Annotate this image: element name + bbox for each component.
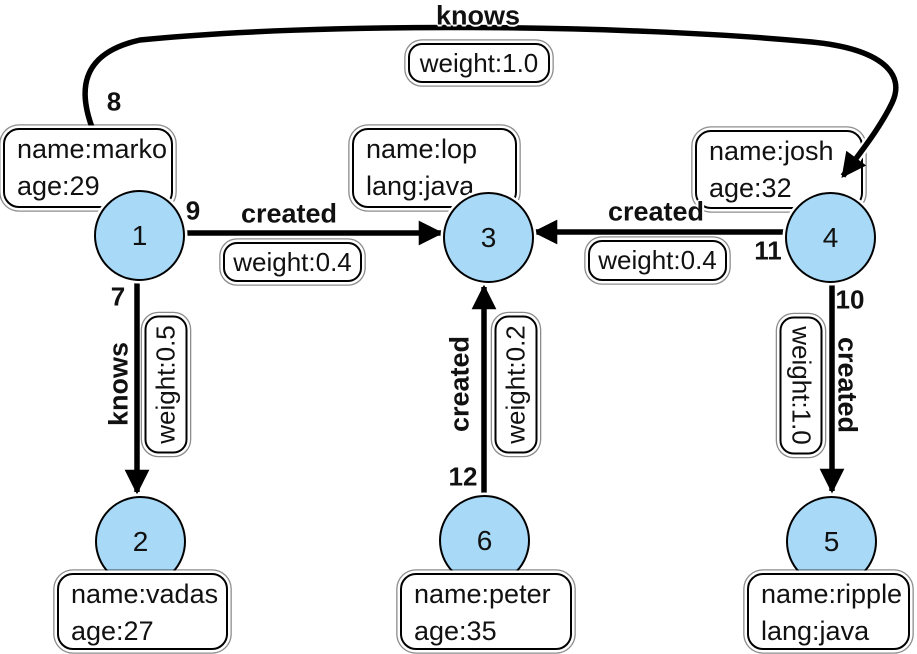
edge-10-weight-box: weight:1.0 [779,316,823,455]
edge-9-weight-box: weight:0.4 [223,242,362,282]
node-1-properties: name:marko age:29 [3,128,173,208]
edge-7-label: knows [103,341,134,427]
node-5-properties: name:ripple lang:java [747,573,910,650]
edge-9-id: 9 [185,195,201,226]
edge-knows-1-4[interactable] [82,24,899,195]
edge-11-weight-box: weight:0.4 [588,240,727,281]
property-line: name:vadas [71,579,219,609]
node-4-properties: name:josh age:32 [695,130,863,209]
property-line: age:29 [17,171,100,201]
edge-12-id: 12 [448,461,478,492]
node-id-label: 6 [476,524,493,556]
edge-8-label: knows [435,0,521,31]
node-1[interactable]: 1 [94,190,185,281]
edge-10-id: 10 [835,284,865,315]
node-5[interactable]: 5 [786,496,877,587]
node-id-label: 2 [132,525,149,557]
property-line: name:peter [414,579,551,609]
node-id-label: 3 [480,221,497,253]
edge-11-label: created [607,196,705,227]
edge-7-id: 7 [110,281,126,312]
edge-10-label: created [832,336,863,434]
node-id-label: 4 [822,221,839,253]
node-6[interactable]: 6 [439,495,530,586]
property-line: name:josh [709,136,834,166]
edge-11-id: 11 [754,235,782,266]
property-line: age:27 [71,616,154,646]
node-4[interactable]: 4 [785,192,876,283]
edge-8-weight-box: weight:1.0 [408,43,550,83]
property-line: name:marko [17,134,168,164]
property-line: age:35 [414,616,497,646]
property-line: name:ripple [761,579,903,609]
edge-12-label: created [444,335,475,433]
node-2-properties: name:vadas age:27 [57,573,228,650]
edge-8-id: 8 [106,86,122,117]
node-id-label: 5 [823,525,840,557]
property-line: lang:java [761,616,870,646]
node-id-label: 1 [131,219,148,251]
node-3-properties: name:lop lang:java [352,128,517,208]
edge-7-weight-box: weight:0.5 [144,315,188,454]
node-6-properties: name:peter age:35 [400,573,572,650]
edge-12-weight-box: weight:0.2 [494,315,538,454]
property-line: age:32 [709,173,792,203]
property-line: name:lop [366,134,478,164]
property-line: lang:java [366,171,475,201]
node-3[interactable]: 3 [443,192,534,283]
edge-9-label: created [240,198,338,229]
